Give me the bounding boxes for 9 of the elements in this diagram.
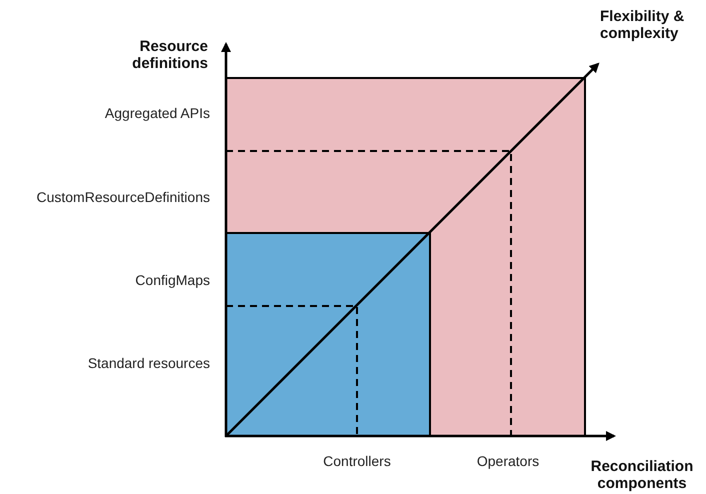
axis-label: ConfigMaps [134, 272, 210, 289]
axis-label: Aggregated APIs [104, 105, 210, 122]
axis-title: Resource definitions [131, 38, 208, 72]
axis-title: Flexibility & complexity [600, 8, 686, 42]
axis-label: Controllers [322, 453, 392, 470]
axis-label: Standard resources [86, 355, 210, 372]
axis-label: CustomResourceDefinitions [35, 189, 210, 206]
axis-label: Operators [476, 453, 540, 470]
axis-title: Reconciliation components [590, 458, 694, 492]
